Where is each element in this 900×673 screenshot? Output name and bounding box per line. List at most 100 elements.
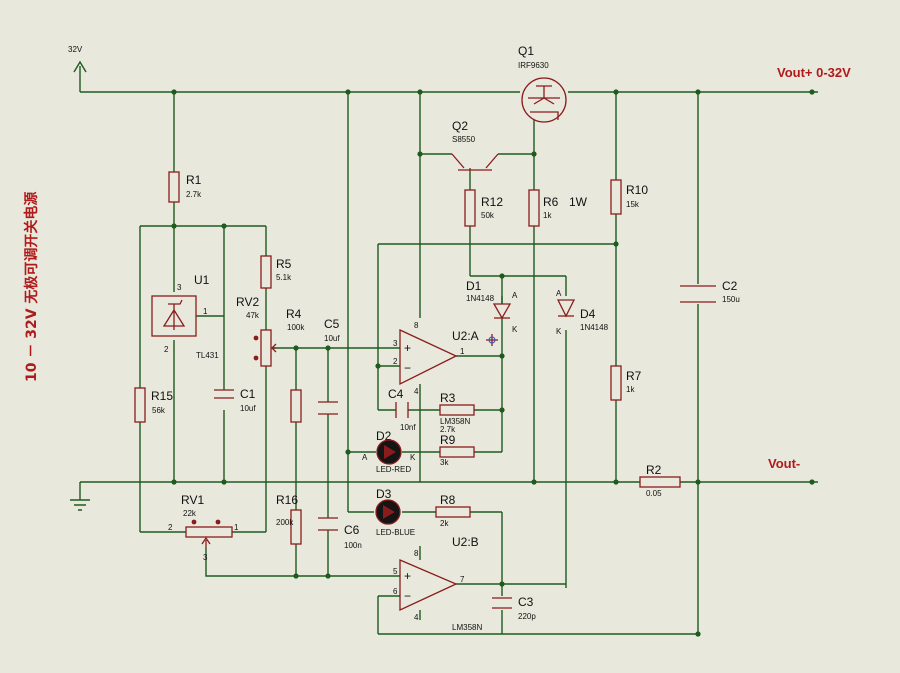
potentiometer-rv2: RV2 47k <box>236 295 277 367</box>
svg-text:R8: R8 <box>440 493 456 507</box>
resistor-r16: R16 200k <box>276 493 302 545</box>
svg-text:7: 7 <box>460 575 465 584</box>
svg-text:220p: 220p <box>518 612 536 621</box>
svg-text:2: 2 <box>393 357 398 366</box>
svg-text:3: 3 <box>393 339 398 348</box>
opamp-u2a: + − 3 2 1 8 4 U2:A <box>393 321 498 396</box>
svg-text:1k: 1k <box>626 385 635 394</box>
diode-d4: D4 1N4148 A K <box>556 289 609 336</box>
vout-plus-label: Vout+ 0-32V <box>777 65 851 80</box>
resistor-r12: R12 50k <box>464 189 503 227</box>
ground-symbol <box>70 499 90 511</box>
capacitor-c3: C3 220p <box>492 595 536 621</box>
svg-text:D1: D1 <box>466 279 482 293</box>
svg-text:K: K <box>512 325 518 334</box>
opamp-u2b: + − 5 6 7 8 4 U2:B LM358N <box>393 535 482 632</box>
svg-text:R4: R4 <box>286 307 302 321</box>
svg-text:R5: R5 <box>276 257 292 271</box>
resistor-r5: R5 5.1k <box>260 255 292 289</box>
svg-text:U2:A: U2:A <box>452 329 479 343</box>
svg-text:C6: C6 <box>344 523 360 537</box>
potentiometer-rv1: RV1 22k 2 1 3 <box>168 493 239 562</box>
svg-text:LED-RED: LED-RED <box>376 465 411 474</box>
svg-text:100k: 100k <box>287 323 305 332</box>
junctions <box>171 89 815 637</box>
resistor-r2: R2 0.05 <box>639 463 681 498</box>
capacitor-c1: C1 10uf <box>214 387 256 413</box>
svg-text:0.05: 0.05 <box>646 489 662 498</box>
svg-text:U2:B: U2:B <box>452 535 479 549</box>
svg-text:1N4148: 1N4148 <box>466 294 495 303</box>
svg-text:1N4148: 1N4148 <box>580 323 609 332</box>
svg-text:1: 1 <box>460 347 465 356</box>
svg-text:50k: 50k <box>481 211 495 220</box>
supply-label: 32V <box>68 45 83 54</box>
svg-text:S8550: S8550 <box>452 135 476 144</box>
svg-text:C4: C4 <box>388 387 404 401</box>
svg-text:+: + <box>404 341 411 355</box>
svg-text:C2: C2 <box>722 279 738 293</box>
svg-text:LM358N: LM358N <box>440 417 470 426</box>
schematic-title: 10 － 32V 无极可调开关电源 <box>23 192 40 382</box>
mosfet-q1: Q1 IRF9630 <box>518 44 567 123</box>
svg-text:100n: 100n <box>344 541 362 550</box>
svg-text:8: 8 <box>414 321 419 330</box>
svg-text:5.1k: 5.1k <box>276 273 292 282</box>
svg-text:C5: C5 <box>324 317 340 331</box>
svg-text:R10: R10 <box>626 183 648 197</box>
capacitor-c4: C4 10nf <box>388 387 416 432</box>
svg-text:R12: R12 <box>481 195 503 209</box>
svg-text:RV2: RV2 <box>236 295 259 309</box>
svg-text:R1: R1 <box>186 173 202 187</box>
capacitor-c2: C2 150u <box>680 279 740 304</box>
resistor-r4: R4 100k <box>286 307 305 423</box>
resistor-r10: R10 15k <box>610 179 648 215</box>
svg-text:2: 2 <box>164 345 169 354</box>
svg-text:3: 3 <box>177 283 182 292</box>
wires <box>79 66 818 635</box>
svg-text:3: 3 <box>203 553 208 562</box>
svg-text:D3: D3 <box>376 487 392 501</box>
svg-text:10uf: 10uf <box>324 334 340 343</box>
svg-text:R9: R9 <box>440 433 456 447</box>
vout-minus-label: Vout- <box>768 456 800 471</box>
led-d3: D3 LED-BLUE <box>375 487 415 537</box>
svg-text:R15: R15 <box>151 389 173 403</box>
svg-text:6: 6 <box>393 587 398 596</box>
svg-text:K: K <box>556 327 562 336</box>
supply-symbol: 32V <box>68 45 87 73</box>
svg-text:56k: 56k <box>152 406 166 415</box>
svg-text:Q1: Q1 <box>518 44 534 58</box>
svg-text:10uf: 10uf <box>240 404 256 413</box>
resistor-r6: R6 1W 1k <box>528 189 588 227</box>
svg-text:K: K <box>410 453 416 462</box>
svg-text:A: A <box>362 453 368 462</box>
svg-text:R7: R7 <box>626 369 642 383</box>
svg-text:LM358N: LM358N <box>452 623 482 632</box>
svg-text:1: 1 <box>234 523 239 532</box>
svg-text:R16: R16 <box>276 493 298 507</box>
svg-text:A: A <box>556 289 562 298</box>
svg-text:4: 4 <box>414 387 419 396</box>
svg-text:10nf: 10nf <box>400 423 416 432</box>
svg-text:C1: C1 <box>240 387 256 401</box>
svg-text:+: + <box>404 569 411 583</box>
svg-text:Q2: Q2 <box>452 119 468 133</box>
resistor-r15: R15 56k <box>134 387 173 423</box>
led-d2: D2 LED-RED A K <box>362 429 416 474</box>
svg-text:3k: 3k <box>440 458 449 467</box>
svg-text:IRF9630: IRF9630 <box>518 61 549 70</box>
resistor-r8: R8 2k <box>435 493 471 528</box>
svg-text:A: A <box>512 291 518 300</box>
svg-text:R3: R3 <box>440 391 456 405</box>
capacitor-c5: C5 10uf <box>318 317 340 415</box>
svg-text:R2: R2 <box>646 463 662 477</box>
svg-text:−: − <box>404 361 411 375</box>
resistor-r1: R1 2.7k <box>168 171 202 203</box>
svg-text:RV1: RV1 <box>181 493 204 507</box>
regulator-u1: 3 1 2 U1 TL431 <box>151 273 219 360</box>
svg-text:2.7k: 2.7k <box>440 425 456 434</box>
svg-text:C3: C3 <box>518 595 534 609</box>
svg-text:4: 4 <box>414 613 419 622</box>
